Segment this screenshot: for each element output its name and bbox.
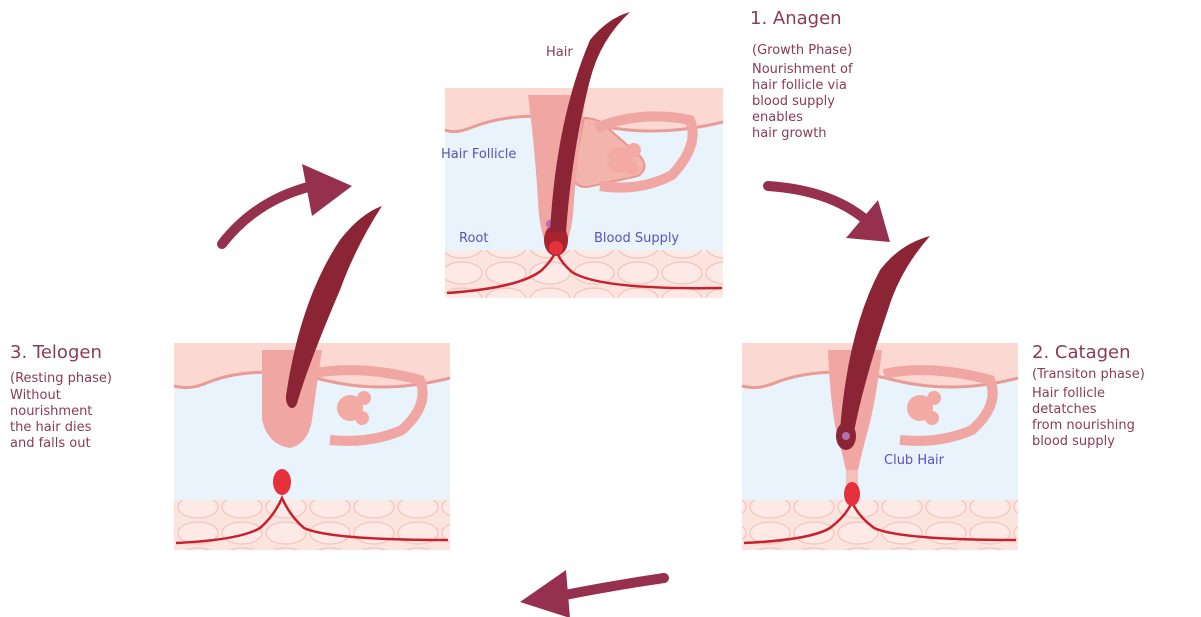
telogen-subtitle: (Resting phase)	[10, 372, 112, 385]
telogen-title: 3. Telogen	[10, 344, 102, 362]
blood-supply-label: Blood Supply	[594, 232, 679, 245]
arrow-telogen-to-anagen	[222, 164, 352, 244]
hair-label: Hair	[546, 46, 573, 59]
club-hair-label: Club Hair	[884, 454, 944, 467]
anagen-number: 1.	[750, 8, 767, 29]
telogen-name: Telogen	[33, 342, 102, 363]
anagen-title: 1. Anagen	[750, 10, 842, 28]
anagen-subtitle: (Growth Phase)	[752, 44, 852, 57]
telogen-description: Without nourishment the hair dies and fa…	[10, 388, 92, 452]
anagen-description: Nourishment of hair follicle via blood s…	[752, 62, 853, 142]
catagen-subtitle: (Transiton phase)	[1032, 368, 1145, 381]
catagen-panel	[742, 236, 1018, 550]
arrow-anagen-to-catagen	[768, 186, 890, 242]
hair-follicle-label: Hair Follicle	[441, 148, 516, 161]
telogen-panel	[174, 206, 450, 550]
catagen-description: Hair follicle detatches from nourishing …	[1032, 386, 1135, 450]
anagen-name: Anagen	[773, 8, 842, 29]
root-label: Root	[459, 232, 488, 245]
arrow-catagen-to-telogen	[520, 570, 664, 617]
telogen-number: 3.	[10, 342, 27, 363]
catagen-name: Catagen	[1055, 342, 1131, 363]
catagen-title: 2. Catagen	[1032, 344, 1131, 362]
catagen-number: 2.	[1032, 342, 1049, 363]
